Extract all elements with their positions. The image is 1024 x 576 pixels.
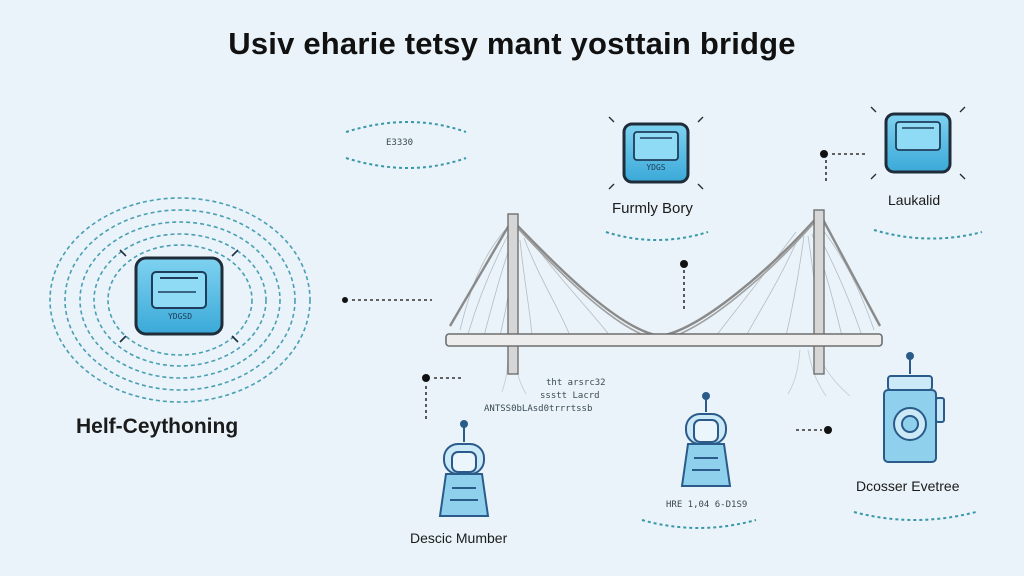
small-text-mid-1: tht arsrc32 <box>546 378 606 388</box>
middle-device-figure <box>680 392 732 487</box>
furmly-device-box <box>622 122 690 184</box>
left-radial-pattern <box>49 197 311 403</box>
laukalid-connector <box>820 150 868 184</box>
laukalid-corner-marks <box>870 106 966 180</box>
top-left-dashed-oval <box>345 121 467 169</box>
furmly-dashed-arc <box>605 231 709 241</box>
small-text-mid-2: ssstt Lacrd <box>540 391 600 401</box>
label-furmly: Furmly Bory <box>612 200 693 217</box>
dcosser-dashed-arc <box>853 511 977 521</box>
furmly-box-tag: YDGS <box>646 163 666 172</box>
diagram-title: Usiv eharie tetsy mant yosttain bridge <box>228 26 796 61</box>
middle-dashed-arc <box>641 519 757 529</box>
label-dcosser: Dcosser Evetree <box>856 478 960 494</box>
bridge-top-connector <box>680 260 688 312</box>
label-half-cey: Helf-Ceythoning <box>76 415 239 438</box>
suspension-bridge <box>445 209 883 397</box>
laukalid-device-box <box>884 112 952 174</box>
small-text-top: E3330 <box>386 138 414 148</box>
dcosser-connector <box>796 426 832 434</box>
furmly-corner-marks <box>608 116 704 190</box>
left-box-tag: YDGSD <box>167 312 193 321</box>
label-laukalid: Laukalid <box>888 192 941 208</box>
left-connector <box>342 297 432 303</box>
laukalid-dashed-arc <box>873 229 983 240</box>
descic-connector <box>422 374 462 420</box>
left-device-box <box>134 256 224 336</box>
small-text-mid-3: ANTSS0bLAsd0trrrtssb <box>484 404 593 414</box>
label-descic: Descic Mumber <box>410 530 508 546</box>
left-box-corner-marks <box>119 249 239 343</box>
dcosser-device-figure <box>883 352 945 463</box>
small-text-bottom: HRE 1,04 6-D1S9 <box>666 500 748 510</box>
descic-device-figure <box>438 420 490 517</box>
